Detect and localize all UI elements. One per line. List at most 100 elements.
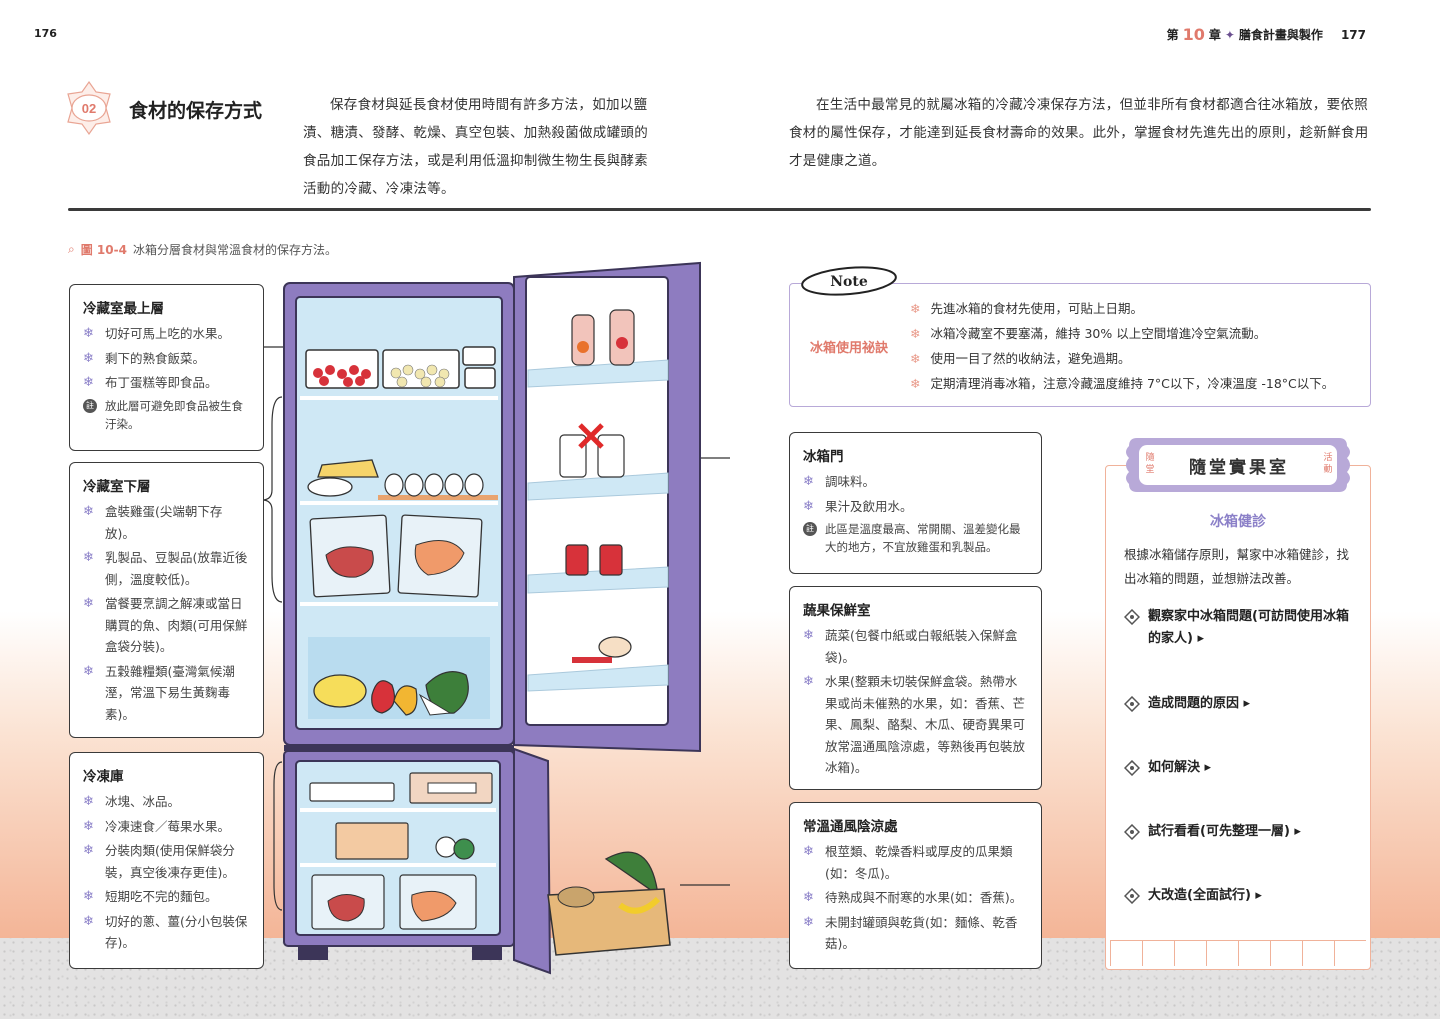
snowflake-icon: ❄: [910, 376, 921, 391]
note-item: 註此區是溫度最高、常開關、溫差變化最大的地方，不宜放雞蛋和乳製品。: [803, 520, 1029, 556]
list-item: ❄果汁及飲用水。: [803, 496, 1029, 518]
list-item: ❄分裝肉類(使用保鮮袋分裝，真空後凍存更佳)。: [83, 840, 251, 883]
activity-subtitle: 冰箱健診: [1210, 514, 1266, 530]
box-title: 蔬果保鮮室: [803, 603, 871, 619]
box-list: ❄冰塊、冰品。 ❄冷凍速食／莓果水果。 ❄分裝肉類(使用保鮮袋分裝，真空後凍存更…: [83, 791, 251, 954]
activity-side-label-right: 活動: [1323, 453, 1333, 475]
list-item: ❄布丁蛋糕等即食品。: [83, 372, 251, 394]
box-title: 冷藏室最上層: [83, 301, 164, 317]
activity-side-label-left: 隨堂: [1145, 453, 1155, 475]
snowflake-icon: ❄: [83, 889, 94, 904]
list-item: ❄冷凍速食／莓果水果。: [83, 816, 251, 838]
section-title: 食材的保存方式: [129, 100, 263, 122]
list-item: ❄先進冰箱的食材先使用，可貼上日期。: [910, 296, 1334, 321]
snowflake-icon: ❄: [83, 326, 94, 341]
activity-header-badge: [1126, 438, 1350, 492]
list-item: ❄五穀雜糧類(臺灣氣候潮溼，常溫下易生黃麴毒素)。: [83, 661, 251, 726]
chapter-suffix: 章: [1208, 28, 1221, 42]
box-fridge-lower-shelf: 冷藏室下層 ❄盒裝雞蛋(尖端朝下存放)。 ❄乳製品、豆製品(放靠近後側，溫度較低…: [69, 462, 264, 738]
chapter-prefix: 第: [1166, 28, 1179, 42]
diamond-bullet-icon: [1124, 696, 1140, 712]
activity-step: 試行看看(可先整理一層) ▸: [1124, 821, 1356, 843]
snowflake-icon: ❄: [803, 914, 814, 930]
note-mark-icon: 註: [83, 398, 97, 413]
box-room-temperature: 常溫通風陰涼處 ❄根莖類、乾燥香料或厚皮的瓜果類(如：冬瓜)。 ❄待熟成與不耐寒…: [789, 802, 1042, 969]
page-number-left: 176: [34, 27, 57, 40]
fridge-illustration: [260, 261, 730, 975]
diamond-bullet-icon: [1124, 888, 1140, 904]
activity-title: 隨堂實果室: [1189, 458, 1289, 478]
snowflake-icon: ❄: [83, 504, 94, 519]
snowflake-icon: ❄: [83, 843, 94, 858]
activity-step: 如何解決 ▸: [1124, 757, 1356, 779]
intro-paragraph-left: 保存食材與延長食材使用時間有許多方法，如加以鹽漬、糖漬、發酵、乾燥、真空包裝、加…: [303, 97, 648, 197]
list-item: ❄調味料。: [803, 471, 1029, 493]
figure-number: 圖 10-4: [80, 243, 127, 257]
snowflake-icon: ❄: [83, 794, 94, 809]
section-divider: [68, 208, 1371, 211]
sparkle-icon: ✦: [1224, 27, 1235, 42]
snowflake-icon: ❄: [83, 913, 94, 929]
list-item: ❄根莖類、乾燥香料或厚皮的瓜果類(如：冬瓜)。: [803, 841, 1029, 884]
chapter-title: 膳食計畫與製作: [1238, 28, 1323, 42]
list-item: ❄待熟成與不耐寒的水果(如：香蕉)。: [803, 887, 1029, 909]
note-tag-text: Note: [830, 274, 868, 290]
list-item: ❄短期吃不完的麵包。: [83, 886, 251, 908]
note-mark-icon: 註: [803, 522, 817, 536]
box-crisper-drawer: 蔬果保鮮室 ❄蔬菜(包餐巾紙或白報紙裝入保鮮盒袋)。 ❄水果(整顆未切裝保鮮盒袋…: [789, 586, 1042, 790]
activity-step: 大改造(全面試行) ▸: [1124, 885, 1356, 907]
activity-panel: [1105, 465, 1371, 970]
figure-caption: ⌕ 圖 10-4 冰箱分層食材與常溫食材的保存方法。: [68, 241, 337, 258]
box-fridge-top-shelf: 冷藏室最上層 ❄切好可馬上吃的水果。 ❄剩下的熟食飯菜。 ❄布丁蛋糕等即食品。 …: [69, 284, 264, 451]
box-list: ❄調味料。 ❄果汁及飲用水。 註此區是溫度最高、常開關、溫差變化最大的地方，不宜…: [803, 471, 1029, 556]
note-item: 註放此層可避免即食品被生食汙染。: [83, 397, 251, 433]
snowflake-icon: ❄: [803, 890, 814, 905]
list-item: ❄未開封罐頭與乾貨(如：麵條、乾香菇)。: [803, 912, 1029, 955]
magnifier-icon: ⌕: [68, 242, 75, 256]
list-item: ❄切好的蔥、薑(分小包裝保存)。: [83, 911, 251, 954]
box-title: 常溫通風陰涼處: [803, 819, 898, 835]
section-number: 02: [82, 101, 96, 116]
box-list: ❄切好可馬上吃的水果。 ❄剩下的熟食飯菜。 ❄布丁蛋糕等即食品。 註放此層可避免…: [83, 323, 251, 433]
list-item: ❄冰箱冷藏室不要塞滿，維持 30% 以上空間增進冷空氣流動。: [910, 321, 1334, 346]
activity-description: 根據冰箱儲存原則，幫家中冰箱健診，找出冰箱的問題，並想辦法改善。: [1124, 547, 1350, 586]
snowflake-icon: ❄: [803, 474, 814, 489]
box-title: 冷凍庫: [83, 769, 124, 785]
note-panel: [789, 283, 1371, 407]
chapter-number: 10: [1182, 25, 1205, 44]
intro-paragraph-right: 在生活中最常見的就屬冰箱的冷藏冷凍保存方法，但並非所有食材都適合往冰箱放，要依照…: [789, 97, 1369, 169]
snowflake-icon: ❄: [910, 351, 921, 366]
box-fridge-door: 冰箱門 ❄調味料。 ❄果汁及飲用水。 註此區是溫度最高、常開關、溫差變化最大的地…: [789, 432, 1042, 574]
snowflake-icon: ❄: [83, 818, 94, 834]
box-list: ❄盒裝雞蛋(尖端朝下存放)。 ❄乳製品、豆製品(放靠近後側，溫度較低)。 ❄當餐…: [83, 501, 251, 725]
list-item: ❄盒裝雞蛋(尖端朝下存放)。: [83, 501, 251, 544]
diamond-bullet-icon: [1124, 824, 1140, 840]
section-number-badge: 02: [67, 80, 111, 136]
snowflake-icon: ❄: [83, 550, 94, 565]
box-freezer: 冷凍庫 ❄冰塊、冰品。 ❄冷凍速食／莓果水果。 ❄分裝肉類(使用保鮮袋分裝，真空…: [69, 752, 264, 969]
activity-answer-grid: [1110, 940, 1366, 966]
note-label: 冰箱使用祕訣: [810, 341, 889, 356]
list-item: ❄切好可馬上吃的水果。: [83, 323, 251, 345]
snowflake-icon: ❄: [83, 375, 94, 390]
box-title: 冷藏室下層: [83, 479, 151, 495]
list-item: ❄乳製品、豆製品(放靠近後側，溫度較低)。: [83, 547, 251, 590]
snowflake-icon: ❄: [803, 498, 814, 514]
snowflake-icon: ❄: [83, 663, 94, 679]
snowflake-icon: ❄: [83, 596, 94, 611]
list-item: ❄水果(整顆未切裝保鮮盒袋。熱帶水果或尚未催熟的水果，如：香蕉、芒果、鳳梨、酪梨…: [803, 671, 1029, 779]
note-tips-list: ❄先進冰箱的食材先使用，可貼上日期。 ❄冰箱冷藏室不要塞滿，維持 30% 以上空…: [910, 296, 1334, 396]
activity-step: 造成問題的原因 ▸: [1124, 693, 1356, 715]
list-item: ❄剩下的熟食飯菜。: [83, 348, 251, 370]
figure-caption-text: 冰箱分層食材與常溫食材的保存方法。: [132, 243, 337, 257]
box-list: ❄蔬菜(包餐巾紙或白報紙裝入保鮮盒袋)。 ❄水果(整顆未切裝保鮮盒袋。熱帶水果或…: [803, 625, 1029, 779]
snowflake-icon: ❄: [83, 350, 94, 366]
snowflake-icon: ❄: [803, 844, 814, 859]
snowflake-icon: ❄: [910, 301, 921, 316]
diamond-bullet-icon: [1124, 609, 1140, 625]
snowflake-icon: ❄: [803, 628, 814, 643]
list-item: ❄蔬菜(包餐巾紙或白報紙裝入保鮮盒袋)。: [803, 625, 1029, 668]
list-item: ❄當餐要烹調之解凍或當日購買的魚、肉類(可用保鮮盒袋分裝)。: [83, 593, 251, 658]
snowflake-icon: ❄: [910, 326, 921, 341]
box-title: 冰箱門: [803, 449, 844, 465]
